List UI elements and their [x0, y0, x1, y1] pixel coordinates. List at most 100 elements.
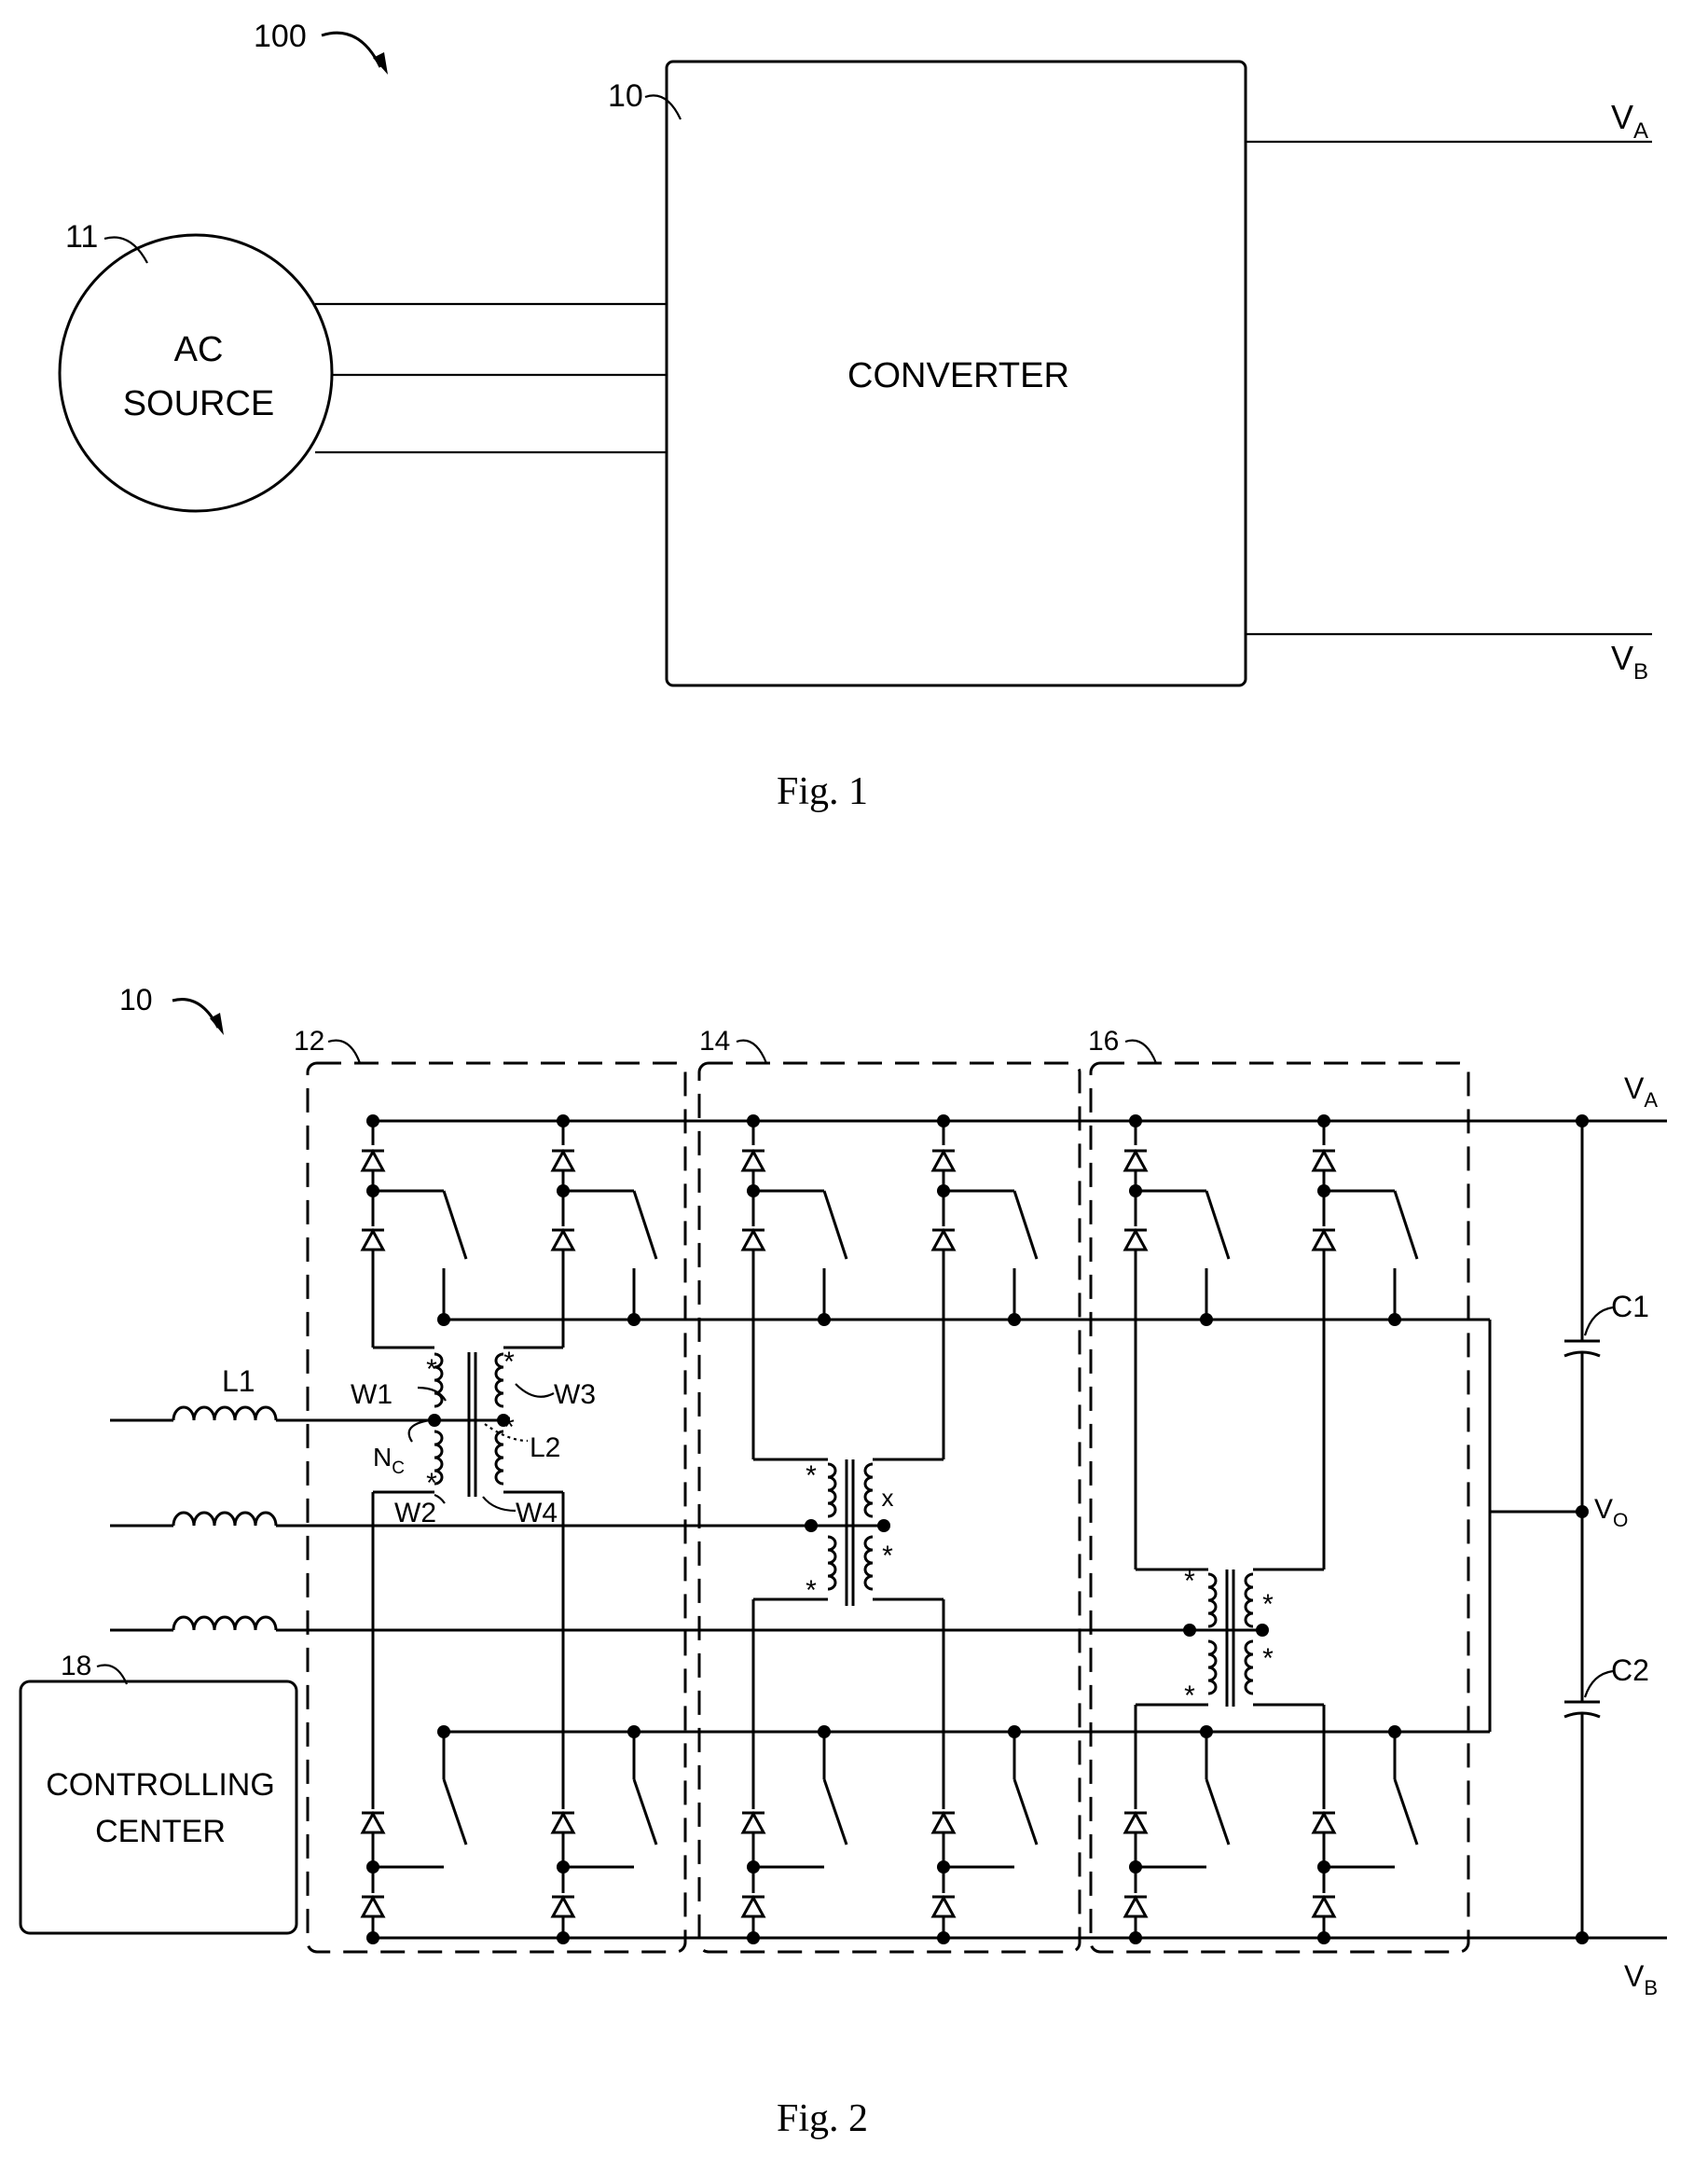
m3-leg1-rail-bottom-junction [1129, 1931, 1142, 1944]
c1-label: C1 [1611, 1290, 1649, 1323]
m2-leg1-upper-diode-1 [743, 1152, 764, 1170]
transformer-w3-coil [496, 1354, 503, 1406]
m3-dot-lower-right: * [1262, 1643, 1274, 1674]
m1-leg1-upper-bus-junction [437, 1313, 450, 1326]
m1-leg1-rail-bottom-junction [366, 1931, 379, 1944]
ref-bridge-12-label: 12 [294, 1026, 324, 1057]
m2-leg1-upper-switch-blade [824, 1191, 847, 1259]
m3-leg2-lower-diode-2 [1314, 1898, 1334, 1916]
m3-leg2-upper-diode-2 [1314, 1231, 1334, 1250]
ref-controller-label: 18 [61, 1651, 91, 1681]
ac-source-label-line2: SOURCE [123, 384, 275, 423]
figure-1-caption: Fig. 1 [777, 770, 868, 813]
m3-coil-lower-left [1208, 1641, 1216, 1694]
m2-coil-lower-left [828, 1537, 835, 1589]
vb-main: V [1611, 639, 1633, 677]
inductor-l1 [173, 1407, 276, 1420]
m2-leg2-upper-diode-1 [933, 1152, 954, 1170]
nc-leader [409, 1420, 430, 1442]
va-sub: A [1633, 118, 1648, 144]
junction-cap-top [1576, 1114, 1589, 1127]
ref-system-arrow [322, 33, 380, 67]
nc-label: NC [373, 1443, 405, 1478]
m1-dot-w4: * [503, 1412, 515, 1443]
va-label-fig2: VA [1624, 1072, 1658, 1112]
m3-leg2-upper-switch-blade [1395, 1191, 1417, 1259]
m3-leg1-upper-switch-blade [1206, 1191, 1229, 1259]
m2-dot-lower-left: * [806, 1575, 817, 1606]
m3-leg1-lower-switch-blade [1206, 1779, 1229, 1845]
m2-leg2-upper-diode-2 [933, 1231, 954, 1250]
ref-converter-leader [645, 95, 681, 119]
m3-dot-upper-left: * [1184, 1566, 1195, 1597]
vb-main-fig2: V [1624, 1959, 1645, 1993]
l1-label: L1 [222, 1364, 255, 1398]
m3-coil-upper-right [1246, 1574, 1253, 1626]
m3-leg2-lower-diode-1 [1314, 1814, 1334, 1832]
m3-dot-upper-right: * [1262, 1589, 1274, 1620]
figure-2: 10 12 14 16 VA VB C1 C2 [21, 983, 1667, 2140]
m1-leg2-rail-bottom-junction [557, 1931, 570, 1944]
transformer-w4-coil [496, 1431, 503, 1484]
m2-leg1-lower-diode-1 [743, 1814, 764, 1832]
w4-leader [483, 1497, 516, 1511]
m3-leg1-upper-diode-1 [1125, 1152, 1146, 1170]
m2-coil-upper-left [828, 1464, 835, 1516]
figure-1: 100 10 CONVERTER 11 AC SOURCE VA VB Fig.… [60, 19, 1652, 813]
va-label-fig1: VA [1611, 98, 1648, 144]
m2-dot-lower-right: * [882, 1541, 893, 1571]
m3-tap-junction [1256, 1624, 1269, 1637]
va-sub-fig2: A [1644, 1088, 1658, 1112]
ref-source-leader [104, 237, 147, 263]
nc-sub: C [392, 1459, 405, 1478]
m1-leg2-upper-switch-blade [634, 1191, 656, 1259]
ref-system-label: 100 [254, 19, 307, 54]
m2-coil-lower-right [865, 1537, 873, 1589]
w3-leader [516, 1384, 554, 1397]
m3-leg1-upper-diode-2 [1125, 1231, 1146, 1250]
m1-leg2-upper-bus-junction [627, 1313, 640, 1326]
m1-dot-w1: * [426, 1354, 437, 1385]
c2-label: C2 [1611, 1653, 1649, 1687]
ac-source-label-line1: AC [174, 330, 224, 369]
m1-dot-w2: * [426, 1468, 437, 1499]
ref-bridge-16-leader [1125, 1041, 1156, 1063]
vb-sub: B [1633, 659, 1648, 684]
w4-label: W4 [516, 1498, 558, 1528]
m2-leg1-upper-diode-2 [743, 1231, 764, 1250]
m1-leg1-lower-switch-blade [444, 1779, 466, 1845]
m2-leg1-upper-bus-junction [818, 1313, 831, 1326]
c2-leader [1585, 1671, 1613, 1697]
vb-label-fig1: VB [1611, 639, 1648, 684]
m2-dot-upper-left: * [806, 1460, 817, 1491]
m3-leg2-upper-bus-junction [1388, 1313, 1401, 1326]
ref-converter-arrow-fig2 [172, 1000, 218, 1028]
m2-leg2-rail-bottom-junction [937, 1931, 950, 1944]
m2-leg1-lower-diode-2 [743, 1898, 764, 1916]
m2-leg2-upper-switch-blade [1014, 1191, 1037, 1259]
junction-cap-bottom [1576, 1931, 1589, 1944]
m2-leg2-upper-bus-junction [1008, 1313, 1021, 1326]
vb-label-fig2: VB [1624, 1959, 1658, 1999]
input-phase-b [110, 1513, 811, 1526]
ref-source-label: 11 [65, 219, 98, 255]
m1-leg1-upper-switch-blade [444, 1191, 466, 1259]
figure-2-caption: Fig. 2 [777, 2097, 868, 2140]
m2-leg2-lower-diode-1 [933, 1814, 954, 1832]
junction-vo [1576, 1505, 1589, 1518]
m3-coil-lower-right [1246, 1641, 1253, 1694]
bridge-module-16 [1091, 1063, 1468, 1952]
m3-leg2-rail-bottom-junction [1317, 1931, 1330, 1944]
m1-leg1-lower-diode-1 [363, 1814, 383, 1832]
ref-bridge-12-leader [328, 1041, 360, 1063]
controlling-center-block [21, 1681, 296, 1933]
ref-bridge-16-label: 16 [1088, 1026, 1119, 1057]
m2-leg1-lower-switch-blade [824, 1779, 847, 1845]
m3-leg1-upper-bus-junction [1200, 1313, 1213, 1326]
junction-nc [428, 1414, 441, 1427]
ac-source-circle [60, 235, 332, 511]
w2-label: W2 [394, 1498, 436, 1528]
input-phase-c [110, 1617, 1190, 1630]
m1-leg2-upper-diode-1 [553, 1152, 573, 1170]
